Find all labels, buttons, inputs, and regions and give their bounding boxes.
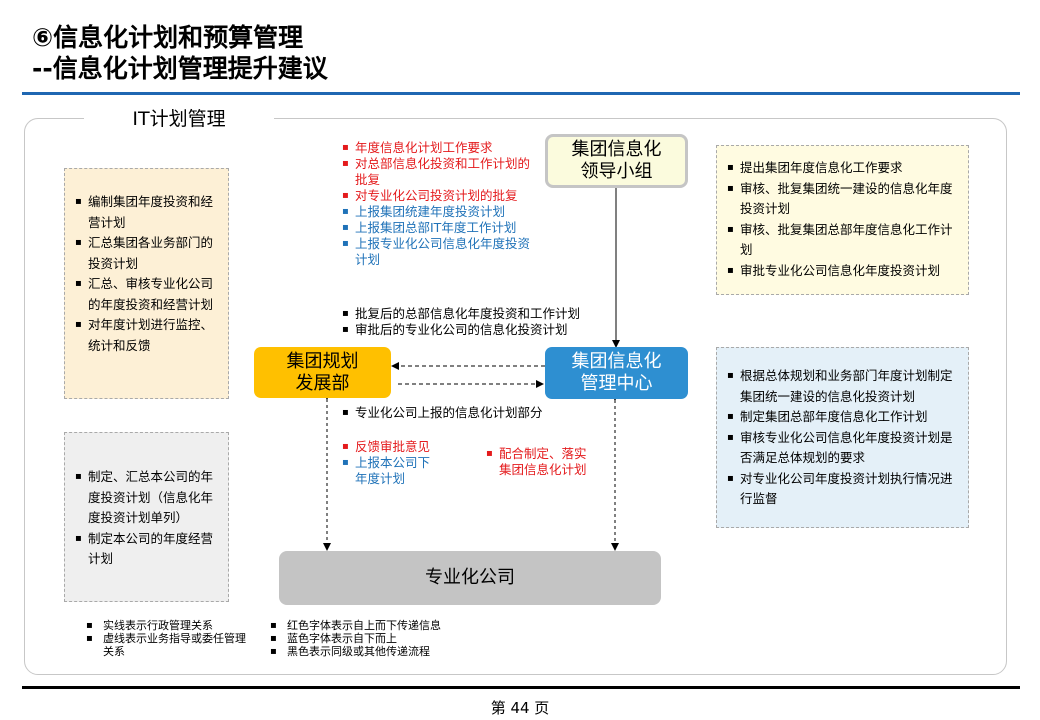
legend-item: 红色字体表示自上而下传递信息 bbox=[270, 619, 480, 632]
legend-right: 红色字体表示自上而下传递信息 蓝色字体表示自下而上 黑色表示同级或其他传递流程 bbox=[270, 619, 480, 658]
diagram-frame bbox=[24, 118, 1007, 675]
page-title: ⑥信息化计划和预算管理 --信息化计划管理提升建议 bbox=[32, 22, 328, 84]
blue-flow-item: 上报专业化公司信息化年度投资计划 bbox=[342, 236, 534, 268]
black-flow-item: 专业化公司上报的信息化计划部分 bbox=[342, 405, 572, 421]
legend-item: 虚线表示业务指导或委任管理关系 bbox=[86, 632, 256, 658]
black-flow-item: 批复后的总部信息化年度投资和工作计划 bbox=[342, 306, 612, 322]
page-number: 第 44 页 bbox=[490, 699, 550, 717]
top-flow-text: 年度信息化计划工作要求 对总部信息化投资和工作计划的批复 对专业化公司投资计划的… bbox=[342, 140, 534, 268]
title-line-1: ⑥信息化计划和预算管理 bbox=[32, 23, 304, 52]
leadership-group-label: 集团信息化 领导小组 bbox=[571, 139, 662, 182]
red-flow-item: 对专业化公司投资计划的批复 bbox=[342, 188, 534, 204]
duty-item: 审核专业化公司信息化年度投资计划是否满足总体规划的要求 bbox=[727, 428, 958, 469]
legend-item: 实线表示行政管理关系 bbox=[86, 619, 256, 632]
red-flow-item: 对总部信息化投资和工作计划的批复 bbox=[342, 156, 534, 188]
title-divider bbox=[22, 92, 1020, 95]
legend-left: 实线表示行政管理关系 虚线表示业务指导或委任管理关系 bbox=[86, 619, 256, 658]
specialized-company-duties-box: 制定、汇总本公司的年度投资计划（信息化年度投资计划单列） 制定本公司的年度经营计… bbox=[64, 432, 229, 602]
specialized-company-label: 专业化公司 bbox=[425, 567, 515, 588]
duty-item: 审核、批复集团总部年度信息化工作计划 bbox=[727, 220, 958, 261]
blue-flow-item: 上报本公司下年度计划 bbox=[342, 455, 442, 487]
legend-item: 蓝色字体表示自下而上 bbox=[270, 632, 480, 645]
blue-flow-item: 上报集团统建年度投资计划 bbox=[342, 204, 534, 220]
planning-dept-label: 集团规划 发展部 bbox=[286, 350, 359, 394]
leadership-duties-box: 提出集团年度信息化工作要求 审核、批复集团统一建设的信息化年度投资计划 审核、批… bbox=[716, 145, 969, 295]
leadership-group-node: 集团信息化 领导小组 bbox=[545, 134, 688, 188]
duty-item: 编制集团年度投资和经营计划 bbox=[75, 192, 218, 233]
blue-flow-item: 上报集团总部IT年度工作计划 bbox=[342, 220, 534, 236]
duty-item: 制定本公司的年度经营计划 bbox=[75, 529, 218, 570]
duty-item: 根据总体规划和业务部门年度计划制定集团统一建设的信息化投资计划 bbox=[727, 366, 958, 407]
right-vertical-flow-text: 配合制定、落实集团信息化计划 bbox=[486, 446, 598, 478]
duty-item: 对年度计划进行监控、统计和反馈 bbox=[75, 315, 218, 356]
duty-item: 审核、批复集团统一建设的信息化年度投资计划 bbox=[727, 179, 958, 220]
duty-item: 审批专业化公司信息化年度投资计划 bbox=[727, 261, 958, 282]
black-flow-item: 审批后的专业化公司的信息化投资计划 bbox=[342, 322, 612, 338]
it-management-center-node: 集团信息化 管理中心 bbox=[545, 347, 688, 399]
footer-divider bbox=[22, 686, 1020, 689]
center-duties-box: 根据总体规划和业务部门年度计划制定集团统一建设的信息化投资计划 制定集团总部年度… bbox=[716, 347, 969, 528]
planning-dept-duties-box: 编制集团年度投资和经营计划 汇总集团各业务部门的投资计划 汇总、审核专业化公司的… bbox=[64, 168, 229, 399]
duty-item: 制定、汇总本公司的年度投资计划（信息化年度投资计划单列） bbox=[75, 467, 218, 529]
red-flow-item: 反馈审批意见 bbox=[342, 439, 442, 455]
lower-flow-text: 专业化公司上报的信息化计划部分 bbox=[342, 405, 572, 421]
it-management-center-label: 集团信息化 管理中心 bbox=[571, 351, 662, 394]
title-line-2: --信息化计划管理提升建议 bbox=[32, 54, 328, 83]
duty-item: 汇总、审核专业化公司的年度投资和经营计划 bbox=[75, 274, 218, 315]
duty-item: 汇总集团各业务部门的投资计划 bbox=[75, 233, 218, 274]
specialized-company-node: 专业化公司 bbox=[279, 551, 661, 605]
duty-item: 提出集团年度信息化工作要求 bbox=[727, 158, 958, 179]
red-flow-item: 配合制定、落实集团信息化计划 bbox=[486, 446, 598, 478]
duty-item: 制定集团总部年度信息化工作计划 bbox=[727, 407, 958, 428]
duty-item: 对专业化公司年度投资计划执行情况进行监督 bbox=[727, 469, 958, 510]
left-vertical-flow-text: 反馈审批意见 上报本公司下年度计划 bbox=[342, 439, 442, 487]
frame-label: IT计划管理 bbox=[84, 106, 274, 132]
legend-item: 黑色表示同级或其他传递流程 bbox=[270, 645, 480, 658]
planning-dept-node: 集团规划 发展部 bbox=[254, 347, 391, 398]
middle-flow-text: 批复后的总部信息化年度投资和工作计划 审批后的专业化公司的信息化投资计划 bbox=[342, 306, 612, 338]
red-flow-item: 年度信息化计划工作要求 bbox=[342, 140, 534, 156]
